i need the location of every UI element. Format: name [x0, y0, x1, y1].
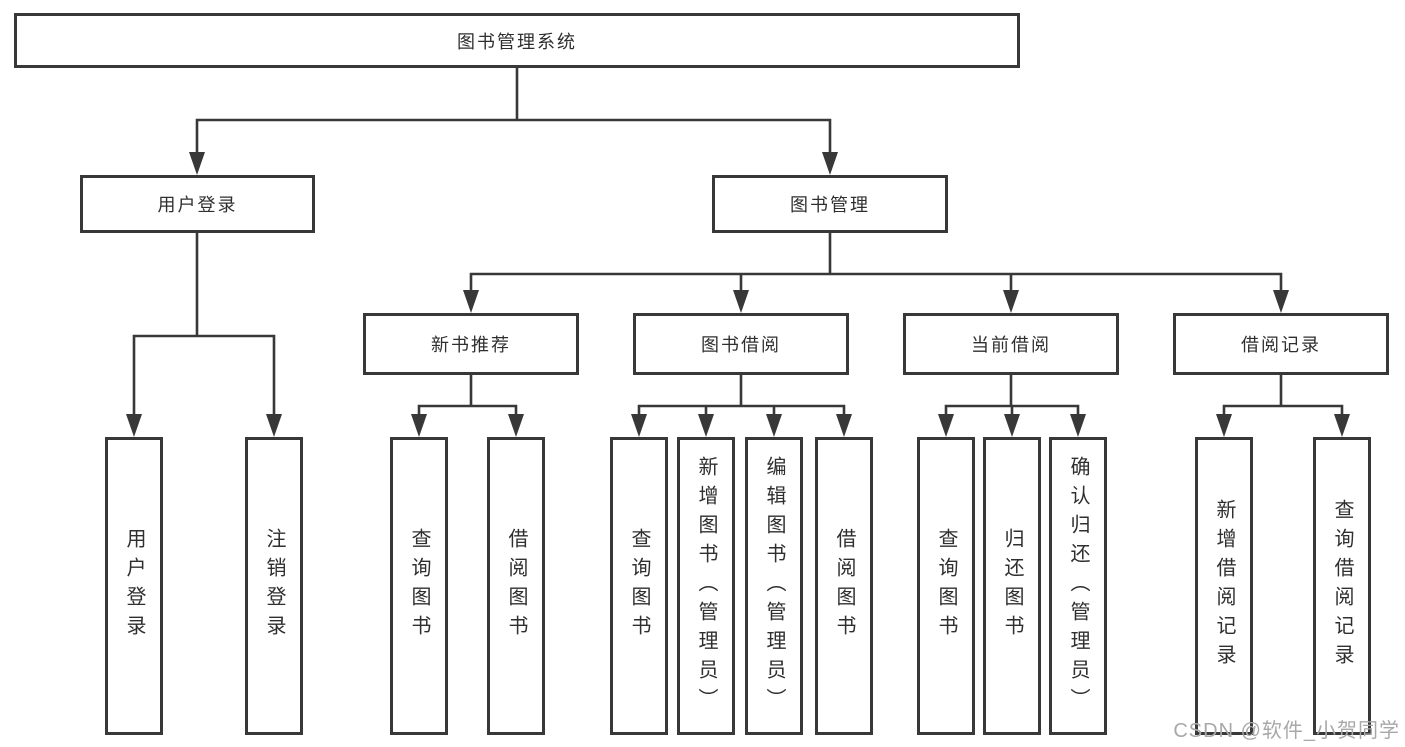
leaf-add-borrow-record: 新增借阅记录 [1195, 437, 1253, 735]
node-label: 新增借阅记录 [1213, 499, 1235, 673]
node-borrow-records: 借阅记录 [1173, 313, 1389, 375]
connector-root-to-level2 [189, 66, 838, 175]
arrowhead-icon [411, 414, 427, 437]
leaf-query-books-borrow: 查询图书 [610, 437, 668, 735]
leaf-borrow-books-recommend: 借阅图书 [487, 437, 545, 735]
node-label: 新增图书（管理员） [695, 455, 717, 717]
arrowhead-icon [1070, 414, 1086, 437]
node-label: 借阅图书 [833, 528, 855, 644]
arrowhead-icon [508, 414, 524, 437]
arrowhead-icon [733, 290, 749, 313]
node-label: 用户登录 [123, 528, 145, 644]
arrowhead-icon [126, 414, 142, 437]
connector-current-borrow-to-leaves [938, 373, 1086, 437]
arrowhead-icon [631, 414, 647, 437]
node-label: 图书借阅 [701, 335, 781, 355]
leaf-query-borrow-record: 查询借阅记录 [1313, 437, 1371, 735]
leaf-borrow-books: 借阅图书 [815, 437, 873, 735]
node-label: 用户登录 [157, 195, 238, 215]
connector-book-management-to-level3 [463, 231, 1289, 313]
leaf-query-books-current: 查询图书 [917, 437, 975, 735]
leaf-user-login: 用户登录 [105, 437, 163, 735]
node-label: 当前借阅 [971, 335, 1051, 355]
node-new-book-recommend: 新书推荐 [363, 313, 579, 375]
leaf-logout-login: 注销登录 [245, 437, 303, 735]
arrowhead-icon [1003, 290, 1019, 313]
node-label: 图书管理 [790, 195, 870, 215]
node-label: 归还图书 [1001, 528, 1023, 644]
arrowhead-icon [836, 414, 852, 437]
node-book-borrow: 图书借阅 [633, 313, 849, 375]
connector-new-book-recommend-to-leaves [411, 373, 524, 437]
node-label: 查询借阅记录 [1331, 499, 1353, 673]
connector-book-borrow-to-leaves [631, 373, 852, 437]
arrowhead-icon [938, 414, 954, 437]
leaf-return-books: 归还图书 [983, 437, 1041, 735]
leaf-query-books-recommend: 查询图书 [390, 437, 448, 735]
node-label: 借阅记录 [1241, 335, 1321, 355]
node-library-management-system: 图书管理系统 [14, 13, 1020, 68]
node-current-borrow: 当前借阅 [903, 313, 1119, 375]
node-label: 注销登录 [263, 528, 285, 644]
node-label: 查询图书 [408, 528, 430, 644]
arrowhead-icon [822, 152, 838, 175]
arrowhead-icon [1216, 414, 1232, 437]
node-label: 借阅图书 [505, 528, 527, 644]
leaf-edit-books-admin: 编辑图书（管理员） [745, 437, 803, 735]
node-user-login: 用户登录 [80, 175, 315, 233]
node-label: 查询图书 [935, 528, 957, 644]
node-label: 新书推荐 [431, 335, 511, 355]
arrowhead-icon [463, 290, 479, 313]
node-label: 图书管理系统 [457, 31, 577, 52]
node-label: 确认归还（管理员） [1067, 455, 1089, 717]
leaf-add-books-admin: 新增图书（管理员） [677, 437, 735, 735]
arrowhead-icon [266, 414, 282, 437]
arrowhead-icon [698, 414, 714, 437]
leaf-confirm-return-admin: 确认归还（管理员） [1049, 437, 1107, 735]
arrowhead-icon [1004, 414, 1020, 437]
arrowhead-icon [189, 152, 205, 175]
node-label: 查询图书 [628, 528, 650, 644]
node-book-management: 图书管理 [712, 175, 948, 233]
connector-borrow-records-to-leaves [1216, 373, 1350, 437]
arrowhead-icon [1273, 290, 1289, 313]
arrowhead-icon [766, 414, 782, 437]
watermark: CSDN @软件_小贺同学 [1173, 720, 1400, 742]
node-label: 编辑图书（管理员） [763, 455, 785, 717]
arrowhead-icon [1334, 414, 1350, 437]
connector-user-login-to-leaves [126, 231, 282, 437]
